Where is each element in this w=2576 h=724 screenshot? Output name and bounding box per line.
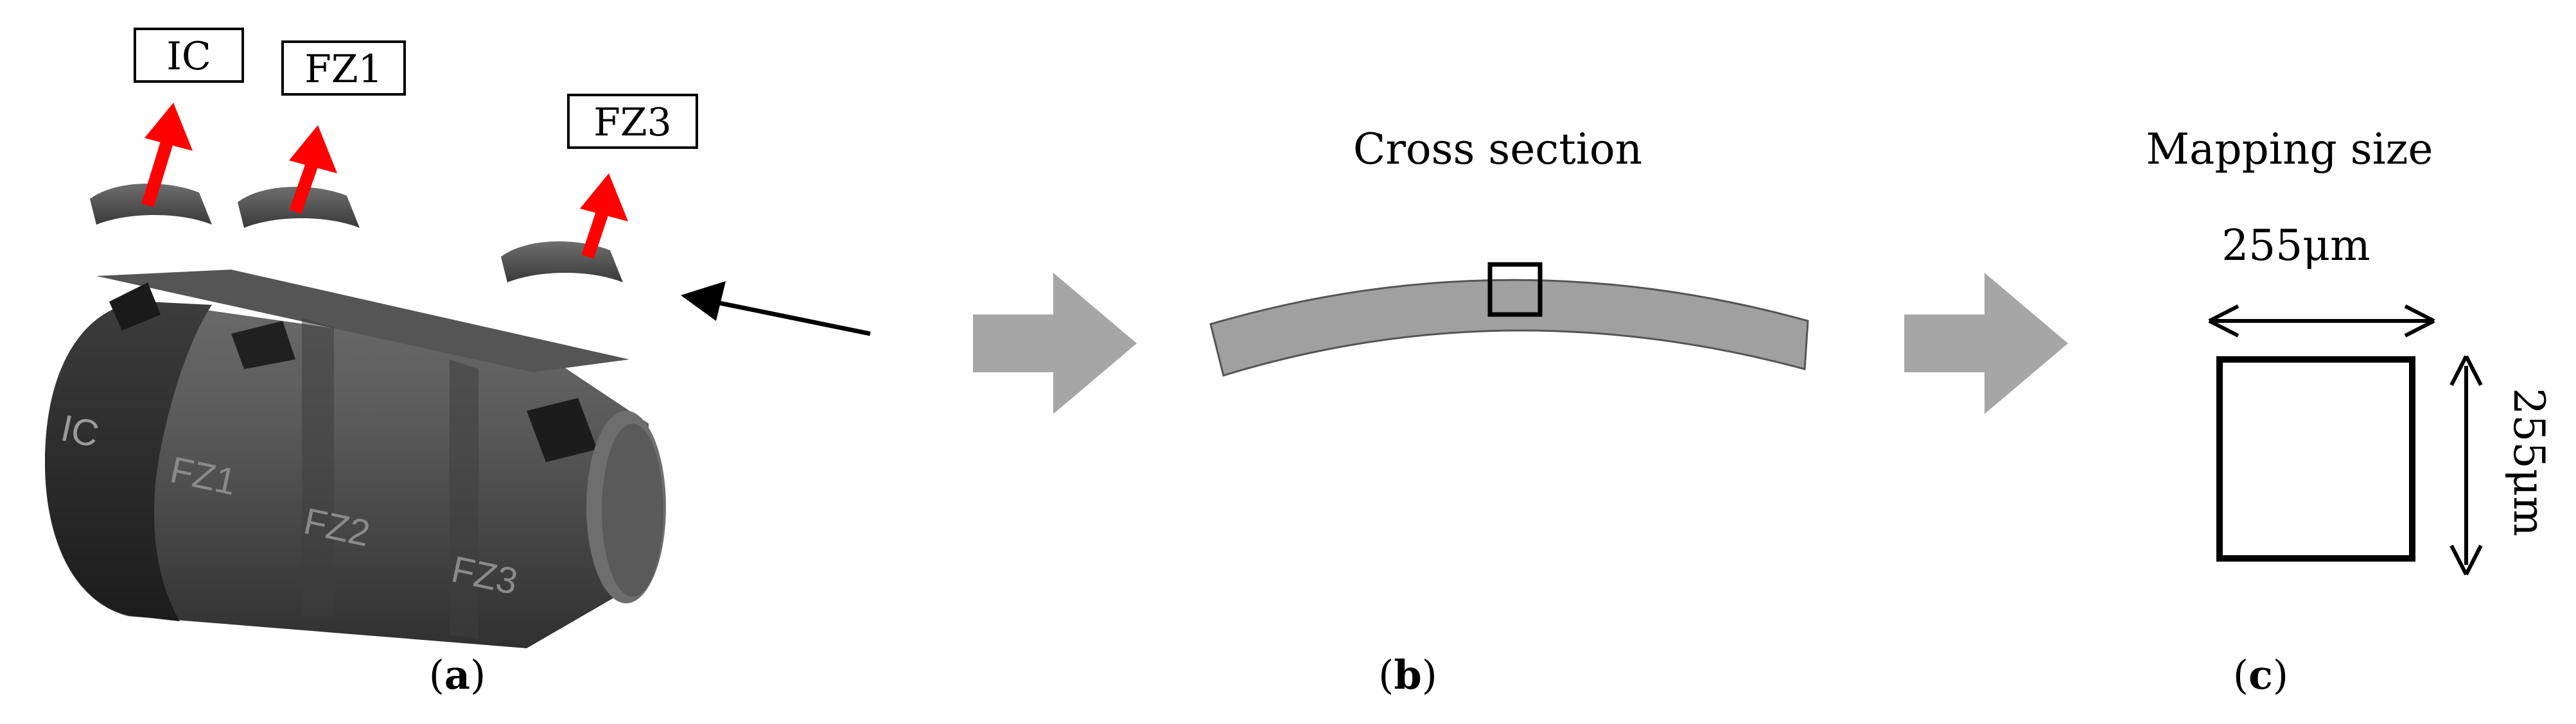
black-pointer-arrow — [681, 281, 871, 336]
red-arrow-fz3 — [580, 173, 628, 259]
flow-arrow-1 — [973, 273, 1137, 414]
label-ic: IC — [166, 34, 211, 79]
label-box-ic — [134, 28, 244, 83]
label-box-fz3 — [567, 94, 698, 149]
caption-a: (a) — [428, 651, 486, 698]
sample-piece-fz3 — [501, 241, 623, 282]
label-fz3: FZ3 — [593, 100, 672, 145]
tube-illustration — [45, 270, 666, 648]
caption-c: (c) — [2232, 651, 2289, 698]
red-arrow-ic — [141, 103, 193, 207]
panel-c-title: Mapping size — [2146, 125, 2433, 174]
height-dimension-arrow — [2449, 355, 2483, 576]
red-arrow-fz1 — [289, 125, 337, 214]
panel-b: Cross section — [1209, 125, 1809, 377]
label-box-fz1 — [281, 40, 406, 96]
caption-b: (b) — [1378, 651, 1437, 698]
cross-section-strip — [1209, 279, 1809, 377]
flow-arrow-2 — [1904, 273, 2068, 414]
panel-a: IC FZ1 FZ2 FZ3 IC FZ1 FZ3 — [45, 28, 871, 648]
panel-b-title: Cross section — [1353, 125, 1642, 174]
label-fz1: FZ1 — [304, 47, 383, 92]
caption-c-letter: c — [2248, 651, 2273, 698]
caption-b-letter: b — [1394, 651, 1422, 698]
height-dimension-label: 255μm — [2504, 388, 2554, 536]
mapping-region-marker — [1487, 262, 1543, 317]
mapping-area-square — [2216, 356, 2415, 562]
width-dimension-label: 255μm — [2221, 221, 2370, 270]
tube-label-ic: IC — [57, 407, 102, 456]
panel-c: Mapping size 255μm 255μm — [2146, 125, 2554, 576]
width-dimension-arrow — [2208, 304, 2435, 338]
caption-a-letter: a — [444, 651, 471, 698]
